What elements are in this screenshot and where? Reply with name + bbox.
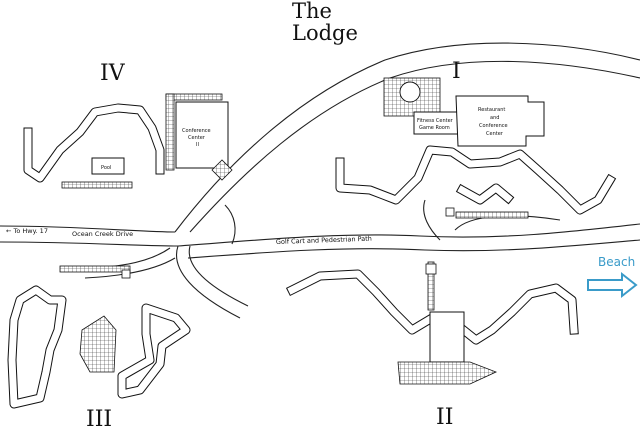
beach-arrow-icon xyxy=(587,271,638,299)
section-ii-plaza xyxy=(397,361,498,385)
ii-path xyxy=(427,261,435,311)
center-loop xyxy=(423,199,441,241)
ii-gate xyxy=(425,263,437,275)
i-gate xyxy=(445,207,455,217)
conference-center-ii xyxy=(175,101,229,169)
map-title-line2: Lodge xyxy=(292,21,358,45)
iv-pavilion xyxy=(211,159,233,181)
south-road-edge-a xyxy=(176,245,241,319)
pool-label: Pool xyxy=(101,165,111,171)
beach-indicator: Beach xyxy=(587,255,638,299)
restaurant-line4: Center xyxy=(486,131,504,137)
map-title-line1: The xyxy=(292,0,332,23)
conference2-line2: Center xyxy=(188,135,206,141)
i-path xyxy=(455,211,529,219)
section-ii-label: II xyxy=(436,405,453,430)
conference2-line1: Conference xyxy=(182,128,211,134)
fitness-line1: Fitness Center xyxy=(417,118,454,124)
iii-path xyxy=(59,265,131,273)
golf-path-edge-b xyxy=(187,239,640,259)
section-iii-plaza xyxy=(79,315,117,373)
section-iii xyxy=(7,265,191,409)
ocean-creek-label: Ocean Creek Drive xyxy=(72,230,133,238)
golf-path-label: Golf Cart and Pedestrian Path xyxy=(276,235,372,246)
conference2-line3: II xyxy=(196,142,199,148)
ocean-creek-edge-a xyxy=(0,225,176,233)
hwy-label: ← To Hwy. 17 xyxy=(6,227,48,235)
restaurant-conference-center xyxy=(455,95,545,147)
section-iv: Pool Conference Center II xyxy=(23,93,233,189)
restaurant-line3: Conference xyxy=(479,123,508,129)
section-ii-center xyxy=(429,311,465,363)
north-road-edge-a xyxy=(174,42,640,233)
section-iii-label: III xyxy=(86,407,112,430)
restaurant-line1: Restaurant xyxy=(478,107,505,113)
fitness-line2: Game Room xyxy=(419,125,450,131)
section-i-label: I xyxy=(452,59,461,84)
iv-path xyxy=(61,181,133,189)
pool-building xyxy=(91,157,125,175)
west-lane-edge-a xyxy=(79,247,171,269)
walkway-iv-side xyxy=(165,93,175,171)
section-i: Fitness Center Game Room Restaurant and … xyxy=(335,77,617,219)
iii-gate xyxy=(121,269,131,279)
section-iv-label: IV xyxy=(100,61,126,86)
restaurant-line2: and xyxy=(490,115,499,121)
beach-label: Beach xyxy=(598,255,635,269)
west-lane-edge-b xyxy=(84,257,176,279)
ocean-creek-edge-b xyxy=(0,241,179,247)
entry-curve xyxy=(224,204,236,245)
pool-i xyxy=(399,81,421,103)
golf-path-edge-a xyxy=(177,223,640,247)
south-road-edge-b xyxy=(188,245,249,307)
section-ii xyxy=(285,261,579,385)
